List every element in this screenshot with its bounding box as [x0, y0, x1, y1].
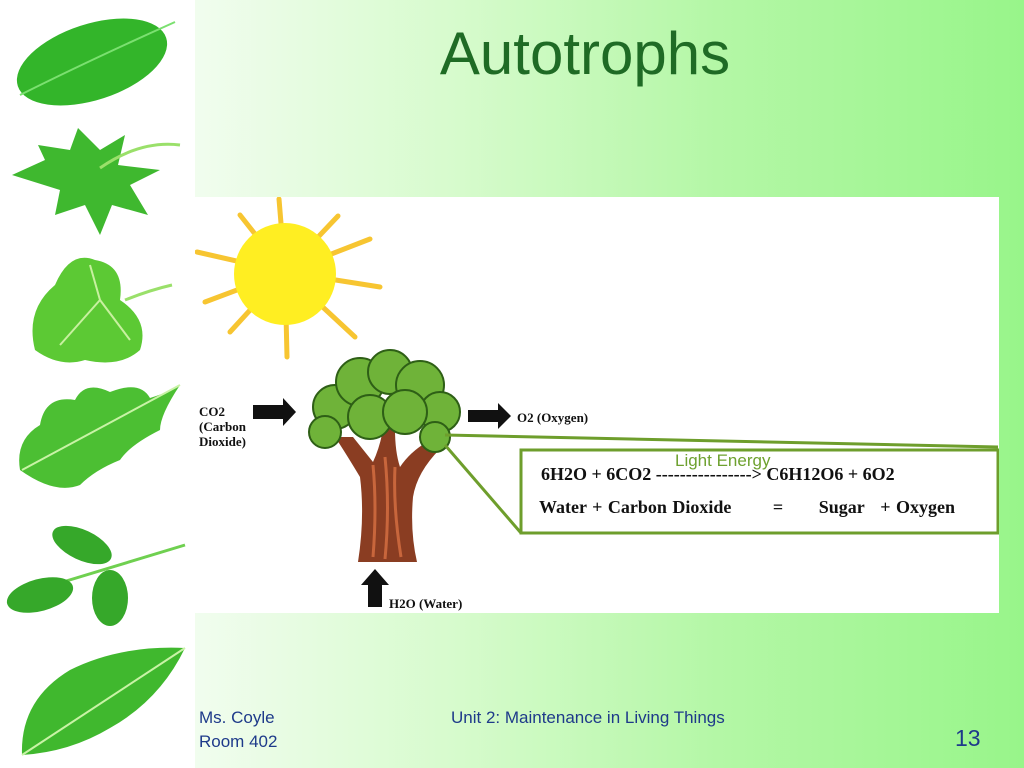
page-number: 13 [955, 725, 981, 751]
arrow-right-icon [253, 398, 296, 426]
arrow-right-icon [468, 403, 511, 429]
equation-box [519, 448, 999, 535]
leaf-decoration-strip [0, 0, 195, 768]
o2-label: O2 (Oxygen) [517, 410, 589, 425]
co2-label: CO2 (Carbon Dioxide) [199, 404, 246, 449]
leaf-icon [6, 18, 186, 756]
footer-unit: Unit 2: Maintenance in Living Things [451, 708, 725, 727]
footer-author: Ms. Coyle Room 402 [199, 708, 278, 751]
slide-title: Autotrophs [439, 20, 731, 87]
h2o-label: H2O (Water) [389, 596, 463, 611]
arrow-up-icon [361, 569, 389, 607]
light-energy-label: Light Energy [675, 451, 771, 470]
word-equation: Water + Carbon Dioxide = Sugar + Oxygen [539, 497, 955, 517]
leaf-icon [12, 128, 181, 235]
leaf-icon [21, 647, 186, 756]
leaf-icon [6, 525, 186, 626]
leaf-icon [32, 257, 173, 363]
chemical-equation: 6H2O + 6CO2 ----------------> C6H12O6 + … [541, 464, 895, 484]
sun-icon [195, 197, 383, 360]
leaf-icon [19, 384, 181, 488]
tree-icon [308, 349, 461, 562]
leaf-icon [16, 18, 176, 106]
photosynthesis-diagram: CO2 (Carbon Dioxide) O2 (Oxygen) H2O (Wa… [195, 197, 999, 613]
